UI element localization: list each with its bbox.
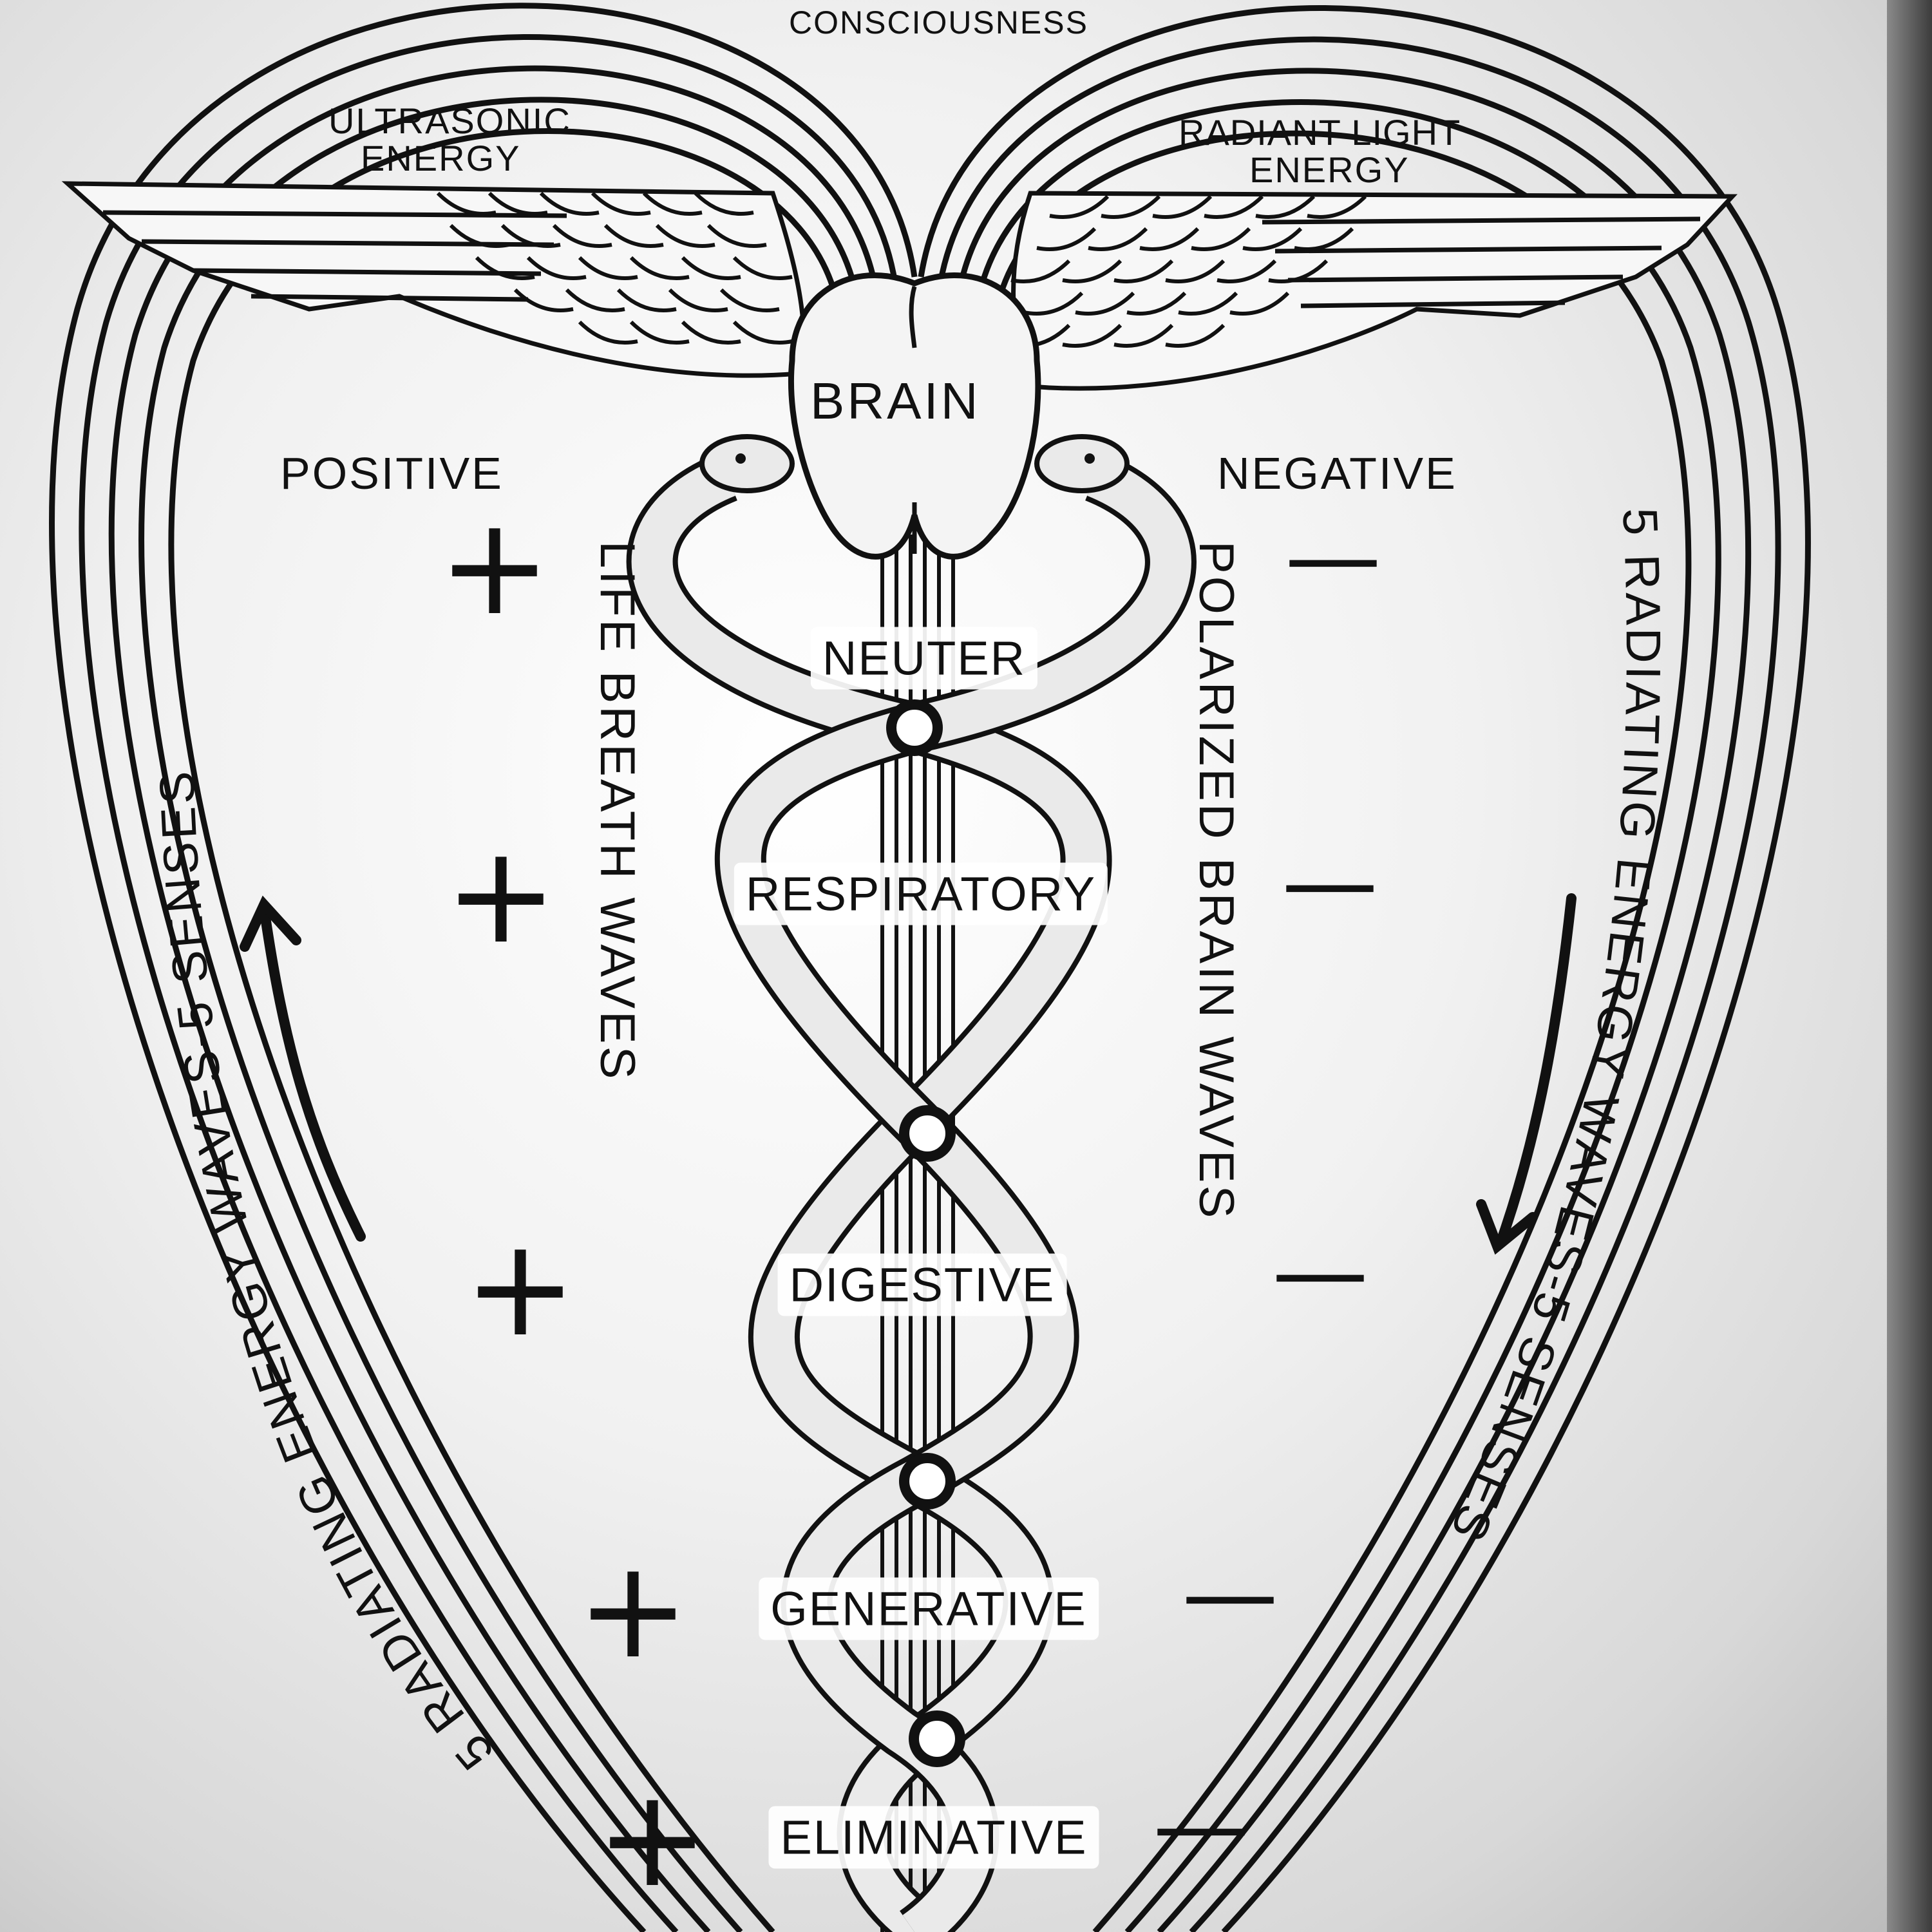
polarized-brain-waves-label: POLARIZED BRAIN WAVES [1189,541,1244,1221]
arrow-up-icon [240,895,366,1242]
plus-sign-digestive: + [464,1209,577,1367]
minus-sign-top: — [1285,501,1381,613]
radiant-label-line1: RADIANT LIGHT [1179,112,1461,153]
minus-sign-respiratory: — [1282,826,1378,938]
plus-sign-respiratory: + [444,816,558,974]
negative-label: NEGATIVE [1217,448,1457,498]
ultrasonic-label-line2: ENERGY [361,138,521,178]
eliminative-node: ELIMINATIVE [768,1806,1099,1869]
minus-sign-digestive: — [1272,1216,1368,1328]
plus-sign-top: + [438,488,551,645]
digestive-node: DIGESTIVE [777,1253,1067,1316]
positive-label: POSITIVE [280,448,504,498]
wing-right-icon [1010,191,1738,391]
photo-edge-shadow [1887,0,1932,1932]
ultrasonic-label-line1: ULTRASONIC [328,100,571,141]
plus-sign-eliminative: + [596,1759,709,1917]
minus-sign-eliminative: — [1153,1770,1249,1882]
consciousness-label: CONSCIOUSNESS [789,5,1088,41]
wing-left-icon [61,181,806,378]
brain-icon [788,272,1041,560]
helix-crossing-rings [886,699,965,1767]
plus-sign-generative: + [576,1531,690,1689]
radiant-label-line2: ENERGY [1249,149,1410,190]
neuter-node: NEUTER [810,627,1038,690]
brain-label: BRAIN [810,372,981,430]
life-breath-waves-label: LIFE BREATH WAVES [590,541,645,1082]
generative-node: GENERATIVE [759,1577,1099,1640]
minus-sign-generative: — [1182,1538,1278,1650]
energy-loops [49,3,1811,1932]
arrow-down-icon [1476,893,1577,1255]
respiratory-node: RESPIRATORY [734,862,1108,925]
